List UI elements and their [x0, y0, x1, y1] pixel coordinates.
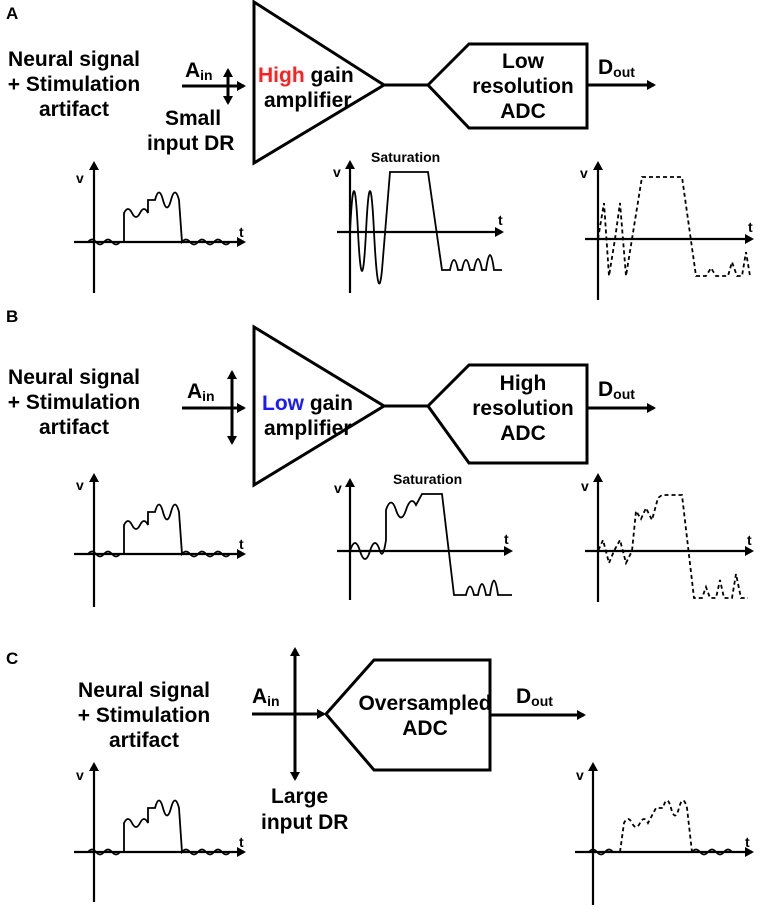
- svg-text:t: t: [498, 212, 503, 228]
- panel-b: B Neural signal + Stimulation artifact A…: [6, 307, 754, 607]
- panel-letter-c: C: [6, 649, 18, 668]
- adc-output-plot-b: v t: [581, 473, 754, 602]
- adc-output-plot-c: v t: [575, 762, 754, 905]
- amplifier-label-b: Low gain: [262, 392, 353, 415]
- dout-label-c: Dout: [516, 685, 553, 709]
- adc-line3-b: ADC: [500, 422, 546, 445]
- svg-text:+ Stimulation: + Stimulation: [78, 704, 210, 727]
- adc-line1-c: Oversampled: [358, 692, 491, 715]
- input-waveform-plot-b: v t: [74, 473, 246, 607]
- amplifier-line2-a: amplifier: [264, 89, 352, 112]
- adc-line2-c: ADC: [402, 717, 448, 740]
- amplifier-triangle-b: [252, 324, 387, 488]
- dout-label-a: Dout: [598, 56, 635, 80]
- svg-text:t: t: [504, 531, 509, 547]
- svg-text:t: t: [239, 536, 244, 552]
- svg-text:artifact: artifact: [109, 729, 179, 752]
- range-rest-a: input DR: [147, 132, 234, 155]
- amplifier-triangle-a: [252, 0, 387, 166]
- panel-a: A Neural signal + Stimulation artifact A…: [6, 0, 754, 300]
- amplifier-line2-b: amplifier: [264, 417, 352, 440]
- svg-text:+ Stimulation: + Stimulation: [8, 391, 140, 414]
- adc-line2-a: resolution: [472, 75, 574, 98]
- amplified-waveform-plot-b: v t Saturation: [334, 471, 513, 600]
- dout-label-b: Dout: [598, 378, 635, 402]
- input-waveform-plot-c: v t: [74, 762, 246, 902]
- adc-line2-b: resolution: [472, 397, 574, 420]
- svg-text:t: t: [745, 834, 750, 850]
- svg-text:v: v: [76, 767, 84, 783]
- svg-text:v: v: [580, 165, 588, 181]
- ain-label-b: Ain: [187, 380, 215, 404]
- input-label-a: Neural signal + Stimulation artifact: [8, 48, 140, 121]
- range-word-a: Small: [165, 107, 221, 130]
- svg-text:t: t: [748, 219, 753, 235]
- svg-text:+ Stimulation: + Stimulation: [8, 73, 140, 96]
- panel-letter-b: B: [6, 307, 18, 326]
- ain-label-a: Ain: [185, 59, 213, 83]
- panel-letter-a: A: [6, 4, 18, 23]
- svg-text:v: v: [76, 477, 84, 493]
- svg-text:t: t: [239, 834, 244, 850]
- svg-text:v: v: [333, 164, 341, 180]
- adc-output-plot-a: v t: [580, 161, 754, 300]
- adc-block-b: [426, 363, 589, 465]
- adc-line3-a: ADC: [500, 100, 546, 123]
- svg-text:Neural signal: Neural signal: [8, 366, 140, 389]
- adc-line1-a: Low: [502, 50, 545, 73]
- adc-block-c: [324, 658, 492, 772]
- range-rest-c: input DR: [261, 811, 348, 834]
- saturation-label-b: Saturation: [393, 471, 462, 487]
- svg-text:Neural signal: Neural signal: [78, 679, 210, 702]
- input-label-c: Neural signal + Stimulation artifact: [78, 679, 210, 752]
- saturation-label-a: Saturation: [371, 149, 440, 165]
- svg-text:t: t: [747, 532, 752, 548]
- svg-text:v: v: [76, 170, 84, 186]
- amplifier-label-a: High gain: [258, 64, 354, 87]
- svg-text:artifact: artifact: [39, 98, 109, 121]
- svg-text:v: v: [581, 478, 589, 494]
- amplified-waveform-plot-a: v t Saturation: [333, 149, 504, 293]
- input-waveform-plot-a: v t: [74, 161, 246, 293]
- input-label-b: Neural signal + Stimulation artifact: [8, 366, 140, 439]
- range-word-c: Large: [271, 785, 328, 808]
- panel-c: C Neural signal + Stimulation artifact A…: [6, 647, 754, 905]
- svg-text:Neural signal: Neural signal: [8, 48, 140, 71]
- svg-text:v: v: [334, 480, 342, 496]
- svg-text:v: v: [576, 767, 584, 783]
- adc-line1-b: High: [500, 372, 547, 395]
- svg-text:t: t: [239, 224, 244, 240]
- ain-label-c: Ain: [252, 685, 280, 709]
- svg-text:artifact: artifact: [39, 416, 109, 439]
